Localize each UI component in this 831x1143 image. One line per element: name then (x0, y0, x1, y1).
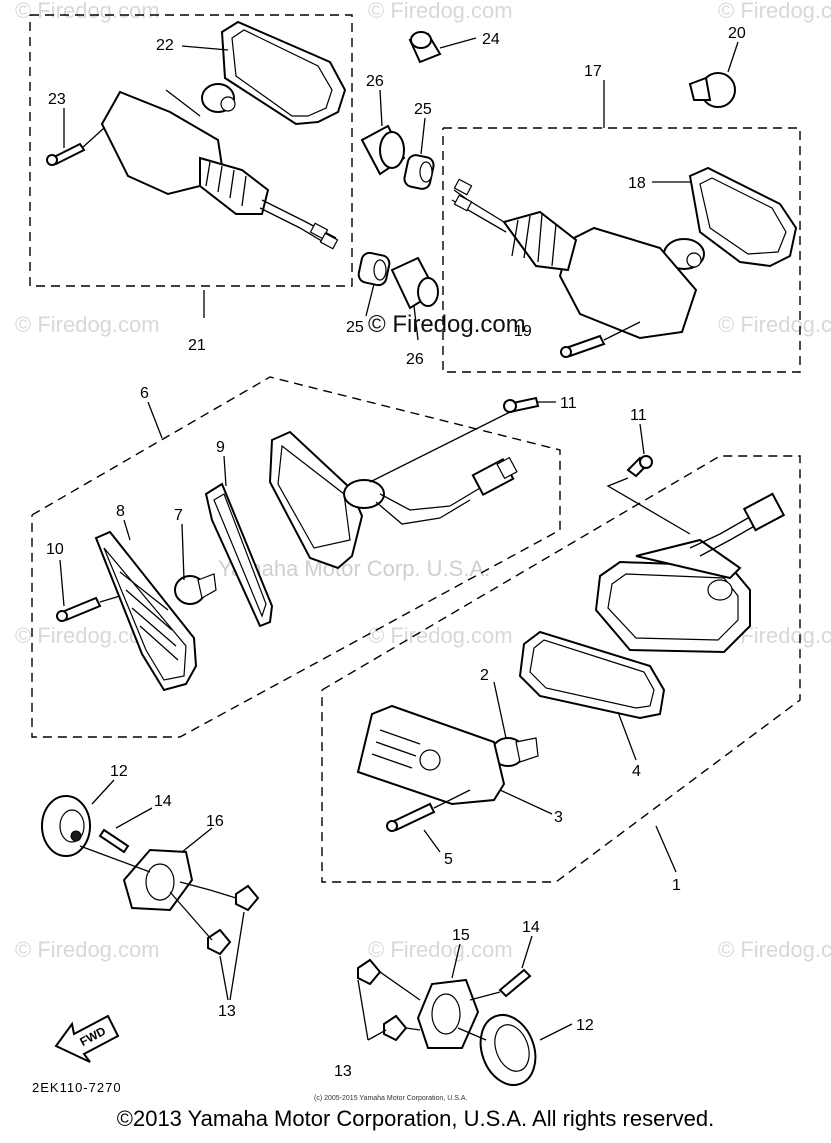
watermark-text: © Firedog.com (368, 0, 513, 23)
callout-25: 25 (346, 319, 364, 336)
watermark-text: © Firedog.com (368, 623, 513, 648)
watermark-text: © Firedog.com (15, 937, 160, 962)
callout-labels: 1 2 3 4 5 6 7 8 9 10 11 11 12 12 13 13 1… (46, 25, 746, 1080)
loose-bulbs-grommets (357, 31, 739, 341)
watermark-text: © Firedog.com (15, 312, 160, 337)
reflector-assembly-left (41, 779, 260, 1001)
callout-11: 11 (630, 407, 647, 424)
flasher-assembly-17 (451, 80, 798, 358)
watermark-text: © Firedog.com (718, 937, 831, 962)
screw-14 (98, 828, 130, 854)
group-1-boundary (321, 455, 801, 883)
watermark-yamaha: Yamaha Motor Corp. U.S.A. (218, 556, 490, 581)
flasher-assembly-6 (56, 396, 556, 692)
flasher-assembly-1 (356, 423, 786, 873)
callout-24: 24 (482, 31, 500, 48)
callout-25: 25 (414, 101, 432, 118)
callout-19: 19 (514, 323, 532, 340)
callout-10: 10 (46, 541, 64, 558)
screw-5 (390, 802, 436, 832)
reflector-assembly-right (357, 935, 573, 1086)
callout-18: 18 (628, 175, 646, 192)
connector-1 (742, 492, 786, 532)
callout-12: 12 (110, 763, 128, 780)
callout-26: 26 (366, 73, 384, 90)
callout-5: 5 (444, 851, 453, 868)
callout-13: 13 (334, 1063, 352, 1080)
callout-20: 20 (728, 25, 746, 42)
callout-4: 4 (632, 763, 641, 780)
watermark-text: © Firedog.com (15, 0, 160, 23)
group-17-boundary (442, 127, 801, 373)
callout-6: 6 (140, 385, 149, 402)
small-copyright: (c) 2005-2015 Yamaha Motor Corporation, … (314, 1095, 467, 1102)
nut-13 (383, 1014, 408, 1042)
flasher-assembly-21 (46, 20, 347, 318)
callout-11: 11 (560, 395, 577, 412)
fwd-arrow: FWD (54, 1014, 120, 1063)
watermark-center: © Firedog.com (368, 311, 526, 338)
nut-13 (207, 928, 232, 956)
callout-12: 12 (576, 1017, 594, 1034)
watermark-text: © Firedog.com (368, 937, 513, 962)
callout-26: 26 (406, 351, 424, 368)
callout-7: 7 (174, 507, 183, 524)
callout-21: 21 (188, 337, 206, 354)
callout-8: 8 (116, 503, 125, 520)
callout-17: 17 (584, 63, 602, 80)
watermark-text: © Firedog.com (718, 312, 831, 337)
diagram-code: 2EK110-7270 (32, 1080, 122, 1095)
callout-15: 15 (452, 927, 470, 944)
callout-14: 14 (154, 793, 172, 810)
callout-14: 14 (522, 919, 540, 936)
callout-23: 23 (48, 91, 66, 108)
callout-2: 2 (480, 667, 489, 684)
callout-3: 3 (554, 809, 563, 826)
screw-14 (498, 968, 532, 998)
nut-13 (235, 884, 260, 912)
housing-17 (558, 226, 698, 340)
group-21-boundary (29, 14, 353, 287)
nut-13 (357, 958, 382, 986)
callout-1: 1 (672, 877, 681, 894)
callout-22: 22 (156, 37, 174, 54)
callout-9: 9 (216, 439, 225, 456)
group-6-boundary (31, 376, 561, 738)
footer-copyright: ©2013 Yamaha Motor Corporation, U.S.A. A… (116, 1106, 715, 1131)
callout-16: 16 (206, 813, 224, 830)
watermark-text: © Firedog.com (718, 0, 831, 23)
callout-13: 13 (218, 1003, 236, 1020)
